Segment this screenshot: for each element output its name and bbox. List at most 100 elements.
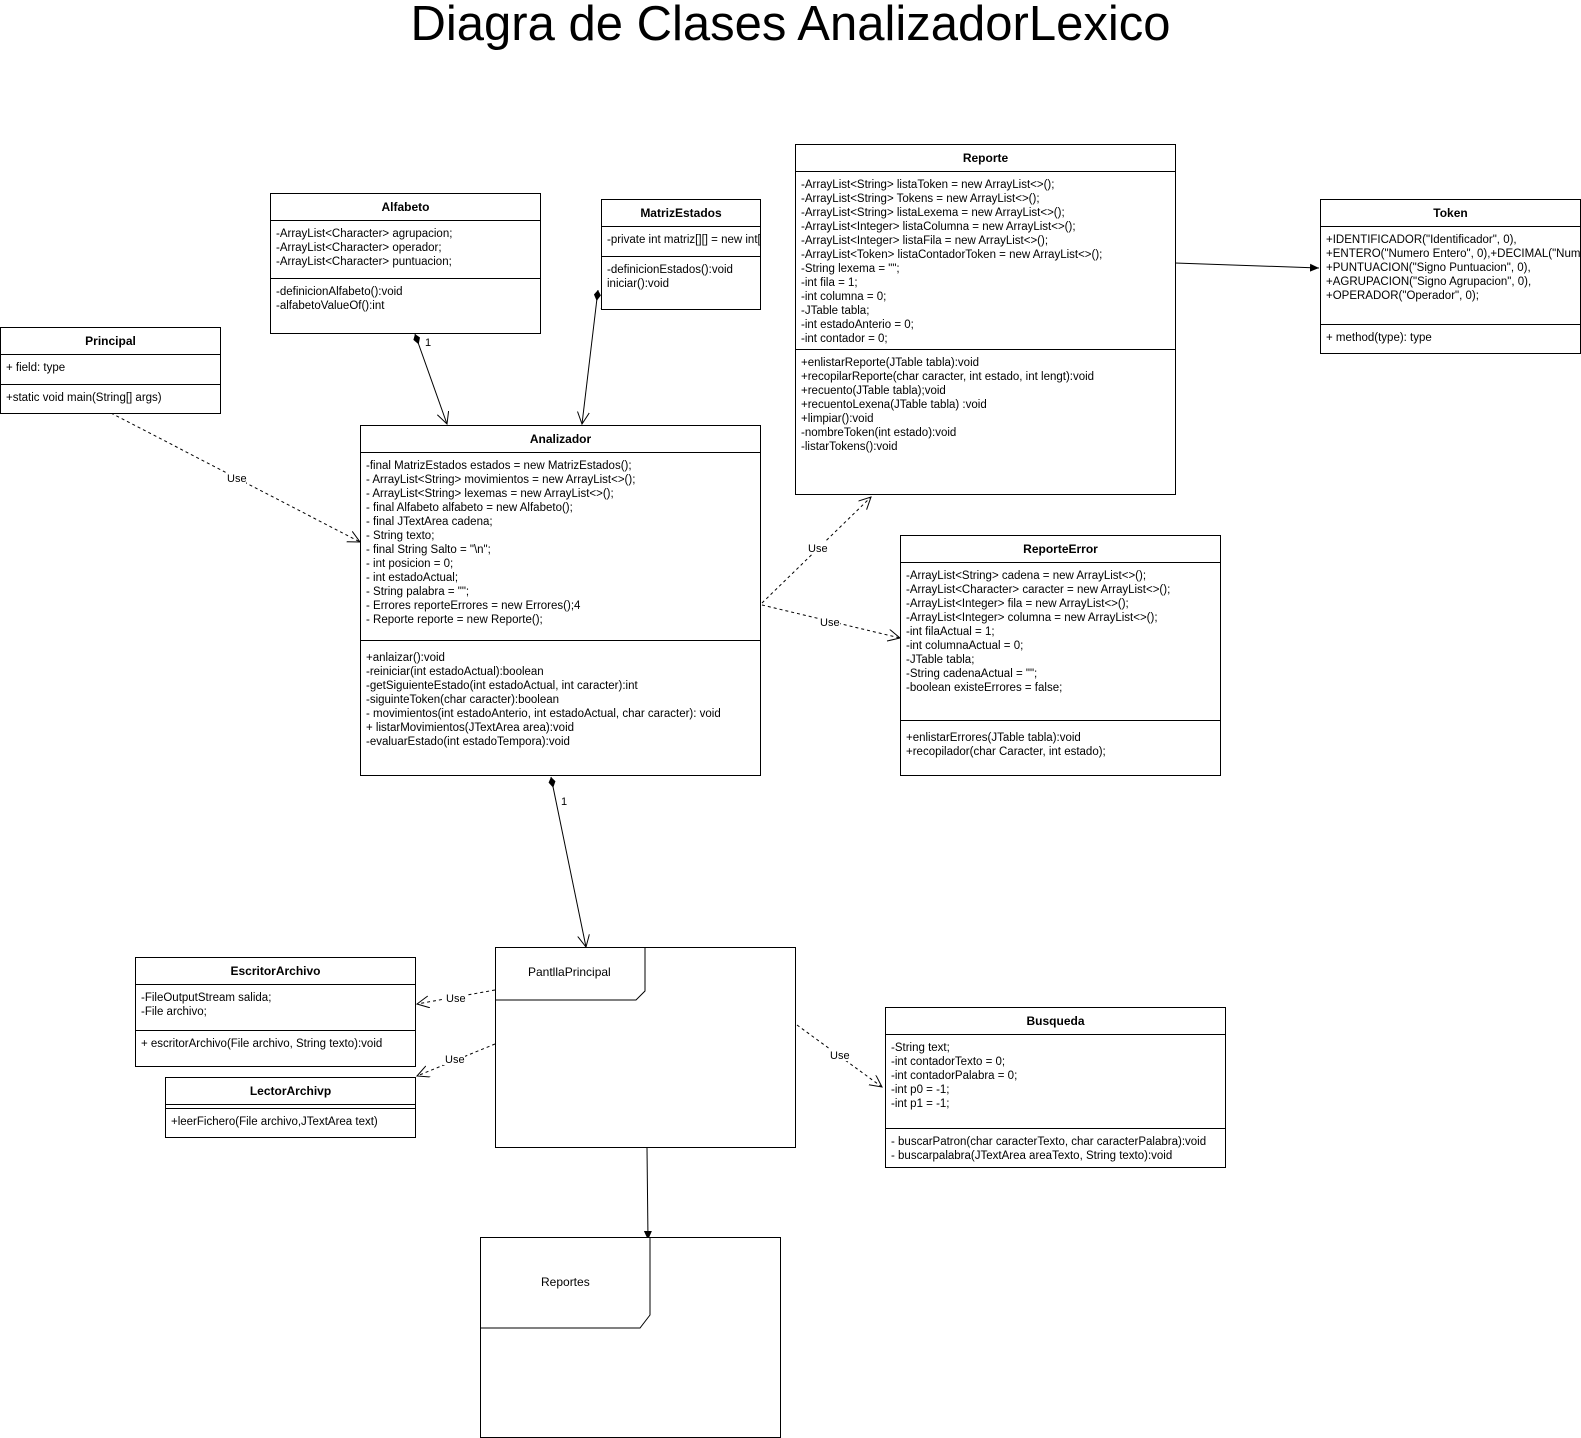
attribute-item: -ArrayList<Integer> listaColumna = new A… xyxy=(801,221,1076,233)
attribute-item: - final Alfabeto alfabeto = new Alfabeto… xyxy=(366,502,573,514)
class-analizador[interactable]: Analizador -final MatrizEstados estados … xyxy=(360,425,761,776)
attribute-item: -ArrayList<Character> agrupacion; xyxy=(276,228,453,240)
method-item: +limpiar():void xyxy=(801,413,874,425)
attribute-item: - ArrayList<String> movimientos = new Ar… xyxy=(366,474,636,486)
class-name: Reporte xyxy=(796,145,1175,172)
class-token[interactable]: Token +IDENTIFICADOR("Identificador", 0)… xyxy=(1320,199,1581,354)
methods: -definicionAlfabeto():void -alfabetoValue… xyxy=(271,279,540,317)
method-item: - movimientos(int estadoAnterio, int est… xyxy=(366,708,721,720)
method-item: -definicionEstados():void xyxy=(607,264,733,276)
method-item: -listarTokens():void xyxy=(801,441,898,453)
class-name: MatrizEstados xyxy=(602,200,760,227)
frame-tab-shape xyxy=(495,947,646,1001)
attributes xyxy=(166,1105,415,1109)
method-item: + listarMovimientos(JTextArea area):void xyxy=(366,722,575,734)
method-item: -reiniciar(int estadoActual):boolean xyxy=(366,666,544,678)
method-item: +recopilarReporte(char caracter, int est… xyxy=(801,371,1095,383)
frame-reportes[interactable]: Reportes xyxy=(480,1237,781,1438)
class-name: Token xyxy=(1321,200,1580,227)
attribute-item: -boolean existeErrores = false; xyxy=(906,682,1063,694)
methods: +anlaizar():void -reiniciar(int estadoAct… xyxy=(361,641,760,753)
attribute-item: -ArrayList<String> listaLexema = new Arr… xyxy=(801,207,1065,219)
attribute-item: -ArrayList<Character> puntuacion; xyxy=(276,256,452,268)
link-analizador-pantalla xyxy=(551,776,586,947)
attribute-item: -String cadenaActual = ""; xyxy=(906,668,1038,680)
method-item: -definicionAlfabeto():void xyxy=(276,286,403,298)
attribute-item: -int filaActual = 1; xyxy=(906,626,995,638)
attributes: -ArrayList<String> listaToken = new Arra… xyxy=(796,172,1175,350)
attribute-item: -int fila = 1; xyxy=(801,277,858,289)
attribute-item: +IDENTIFICADOR("Identificador", 0), xyxy=(1326,234,1517,246)
attribute-item: -int columnaActual = 0; xyxy=(906,640,1024,652)
link-matriz-analizador xyxy=(582,289,598,424)
attribute-item: + field: type xyxy=(6,362,66,374)
method-item: -getSiguienteEstado(int estadoActual, in… xyxy=(366,680,638,692)
frame-title: PantllaPrincipal xyxy=(528,965,611,979)
method-item: iniciar():void xyxy=(607,278,669,290)
attribute-item: -String text; xyxy=(891,1042,950,1054)
method-item: +anlaizar():void xyxy=(366,652,445,664)
method-item: + escritorArchivo(File archivo, String t… xyxy=(141,1038,383,1050)
method-item: -nombreToken(int estado):void xyxy=(801,427,957,439)
link-reporte-token xyxy=(1174,262,1320,272)
attribute-item: -private int matriz[][] = new int[15][17… xyxy=(607,234,761,246)
attribute-item: -final MatrizEstados estados = new Matri… xyxy=(366,460,632,472)
class-matrizestados[interactable]: MatrizEstados -private int matriz[][] = … xyxy=(601,199,761,310)
attributes: -private int matriz[][] = new int[15][17… xyxy=(602,227,760,257)
method-item: +leerFichero(File archivo,JTextArea text… xyxy=(171,1116,378,1128)
attribute-item: -ArrayList<String> cadena = new ArrayLis… xyxy=(906,570,1147,582)
link-alfabeto-analizador xyxy=(415,333,447,424)
use-label-lector: Use xyxy=(445,1054,465,1066)
method-item: -alfabetoValueOf():int xyxy=(276,300,385,312)
attribute-item: - String palabra = ""; xyxy=(366,586,470,598)
attribute-item: -ArrayList<Token> listaContadorToken = n… xyxy=(801,249,1103,261)
methods: - buscarPatron(char caracterTexto, char … xyxy=(886,1129,1225,1167)
attribute-item: -ArrayList<Integer> listaFila = new Arra… xyxy=(801,235,1049,247)
class-alfabeto[interactable]: Alfabeto -ArrayList<Character> agrupacio… xyxy=(270,193,541,334)
attribute-item: - final JTextArea cadena; xyxy=(366,516,493,528)
attribute-item: - String texto; xyxy=(366,530,435,542)
method-item: + method(type): type xyxy=(1326,332,1432,344)
use-label-escritor: Use xyxy=(446,993,466,1005)
method-item: - buscarPatron(char caracterTexto, char … xyxy=(891,1136,1207,1148)
diagram-title: Diagra de Clases AnalizadorLexico xyxy=(410,0,1171,51)
class-lectorarchivp[interactable]: LectorArchivp +leerFichero(File archivo,… xyxy=(165,1077,416,1138)
attribute-item: - Reporte reporte = new Reporte(); xyxy=(366,614,543,626)
method-item: - buscarpalabra(JTextArea areaTexto, Str… xyxy=(891,1150,1173,1162)
use-label-busqueda: Use xyxy=(830,1050,850,1062)
attribute-item: +PUNTUACION("Signo Puntuacion", 0), xyxy=(1326,262,1531,274)
method-item: +enlistarErrores(JTable tabla):void xyxy=(906,732,1081,744)
attribute-item: -int p0 = -1; xyxy=(891,1084,950,1096)
attribute-item: -ArrayList<String> Tokens = new ArrayLis… xyxy=(801,193,1040,205)
method-item: -siguinteToken(char caracter):boolean xyxy=(366,694,560,706)
frame-pantllaprincipal[interactable]: PantllaPrincipal xyxy=(495,947,796,1148)
methods: +leerFichero(File archivo,JTextArea text… xyxy=(166,1109,415,1133)
mult-alfabeto: 1 xyxy=(425,337,431,349)
attribute-item: +OPERADOR("Operador", 0); xyxy=(1326,290,1479,302)
class-name: ReporteError xyxy=(901,536,1220,563)
class-principal[interactable]: Principal + field: type +static void mai… xyxy=(0,327,221,414)
frame-tab-shape xyxy=(480,1237,651,1329)
method-item: +static void main(String[] args) xyxy=(6,392,162,404)
attribute-item: -int estadoAnterio = 0; xyxy=(801,319,914,331)
attribute-item: -int p1 = -1; xyxy=(891,1098,950,1110)
attribute-item: - int posicion = 0; xyxy=(366,558,454,570)
attribute-item: -JTable tabla; xyxy=(906,654,975,666)
class-reporteerror[interactable]: ReporteError -ArrayList<String> cadena =… xyxy=(900,535,1221,776)
frame-title: Reportes xyxy=(541,1275,590,1289)
attributes: +IDENTIFICADOR("Identificador", 0),+ENTE… xyxy=(1321,227,1580,325)
methods: +enlistarErrores(JTable tabla):void+reco… xyxy=(901,721,1220,763)
attribute-item: -int contadorTexto = 0; xyxy=(891,1056,1006,1068)
use-label-reporte: Use xyxy=(808,543,828,555)
class-busqueda[interactable]: Busqueda -String text;-int contadorTexto… xyxy=(885,1007,1226,1168)
methods: +enlistarReporte(JTable tabla):void+reco… xyxy=(796,350,1175,458)
class-reporte[interactable]: Reporte -ArrayList<String> listaToken = … xyxy=(795,144,1176,495)
class-name: LectorArchivp xyxy=(166,1078,415,1105)
attributes: -FileOutputStream salida;-File archivo; xyxy=(136,985,415,1031)
attributes: -ArrayList<String> cadena = new ArrayLis… xyxy=(901,563,1220,721)
attribute-item: -String lexema = ""; xyxy=(801,263,900,275)
class-escritorarchivo[interactable]: EscritorArchivo -FileOutputStream salida… xyxy=(135,957,416,1067)
method-item: +recuentoLexena(JTable tabla) :void xyxy=(801,399,987,411)
attributes: -String text; -int contadorTexto = 0; -int… xyxy=(886,1035,1225,1129)
